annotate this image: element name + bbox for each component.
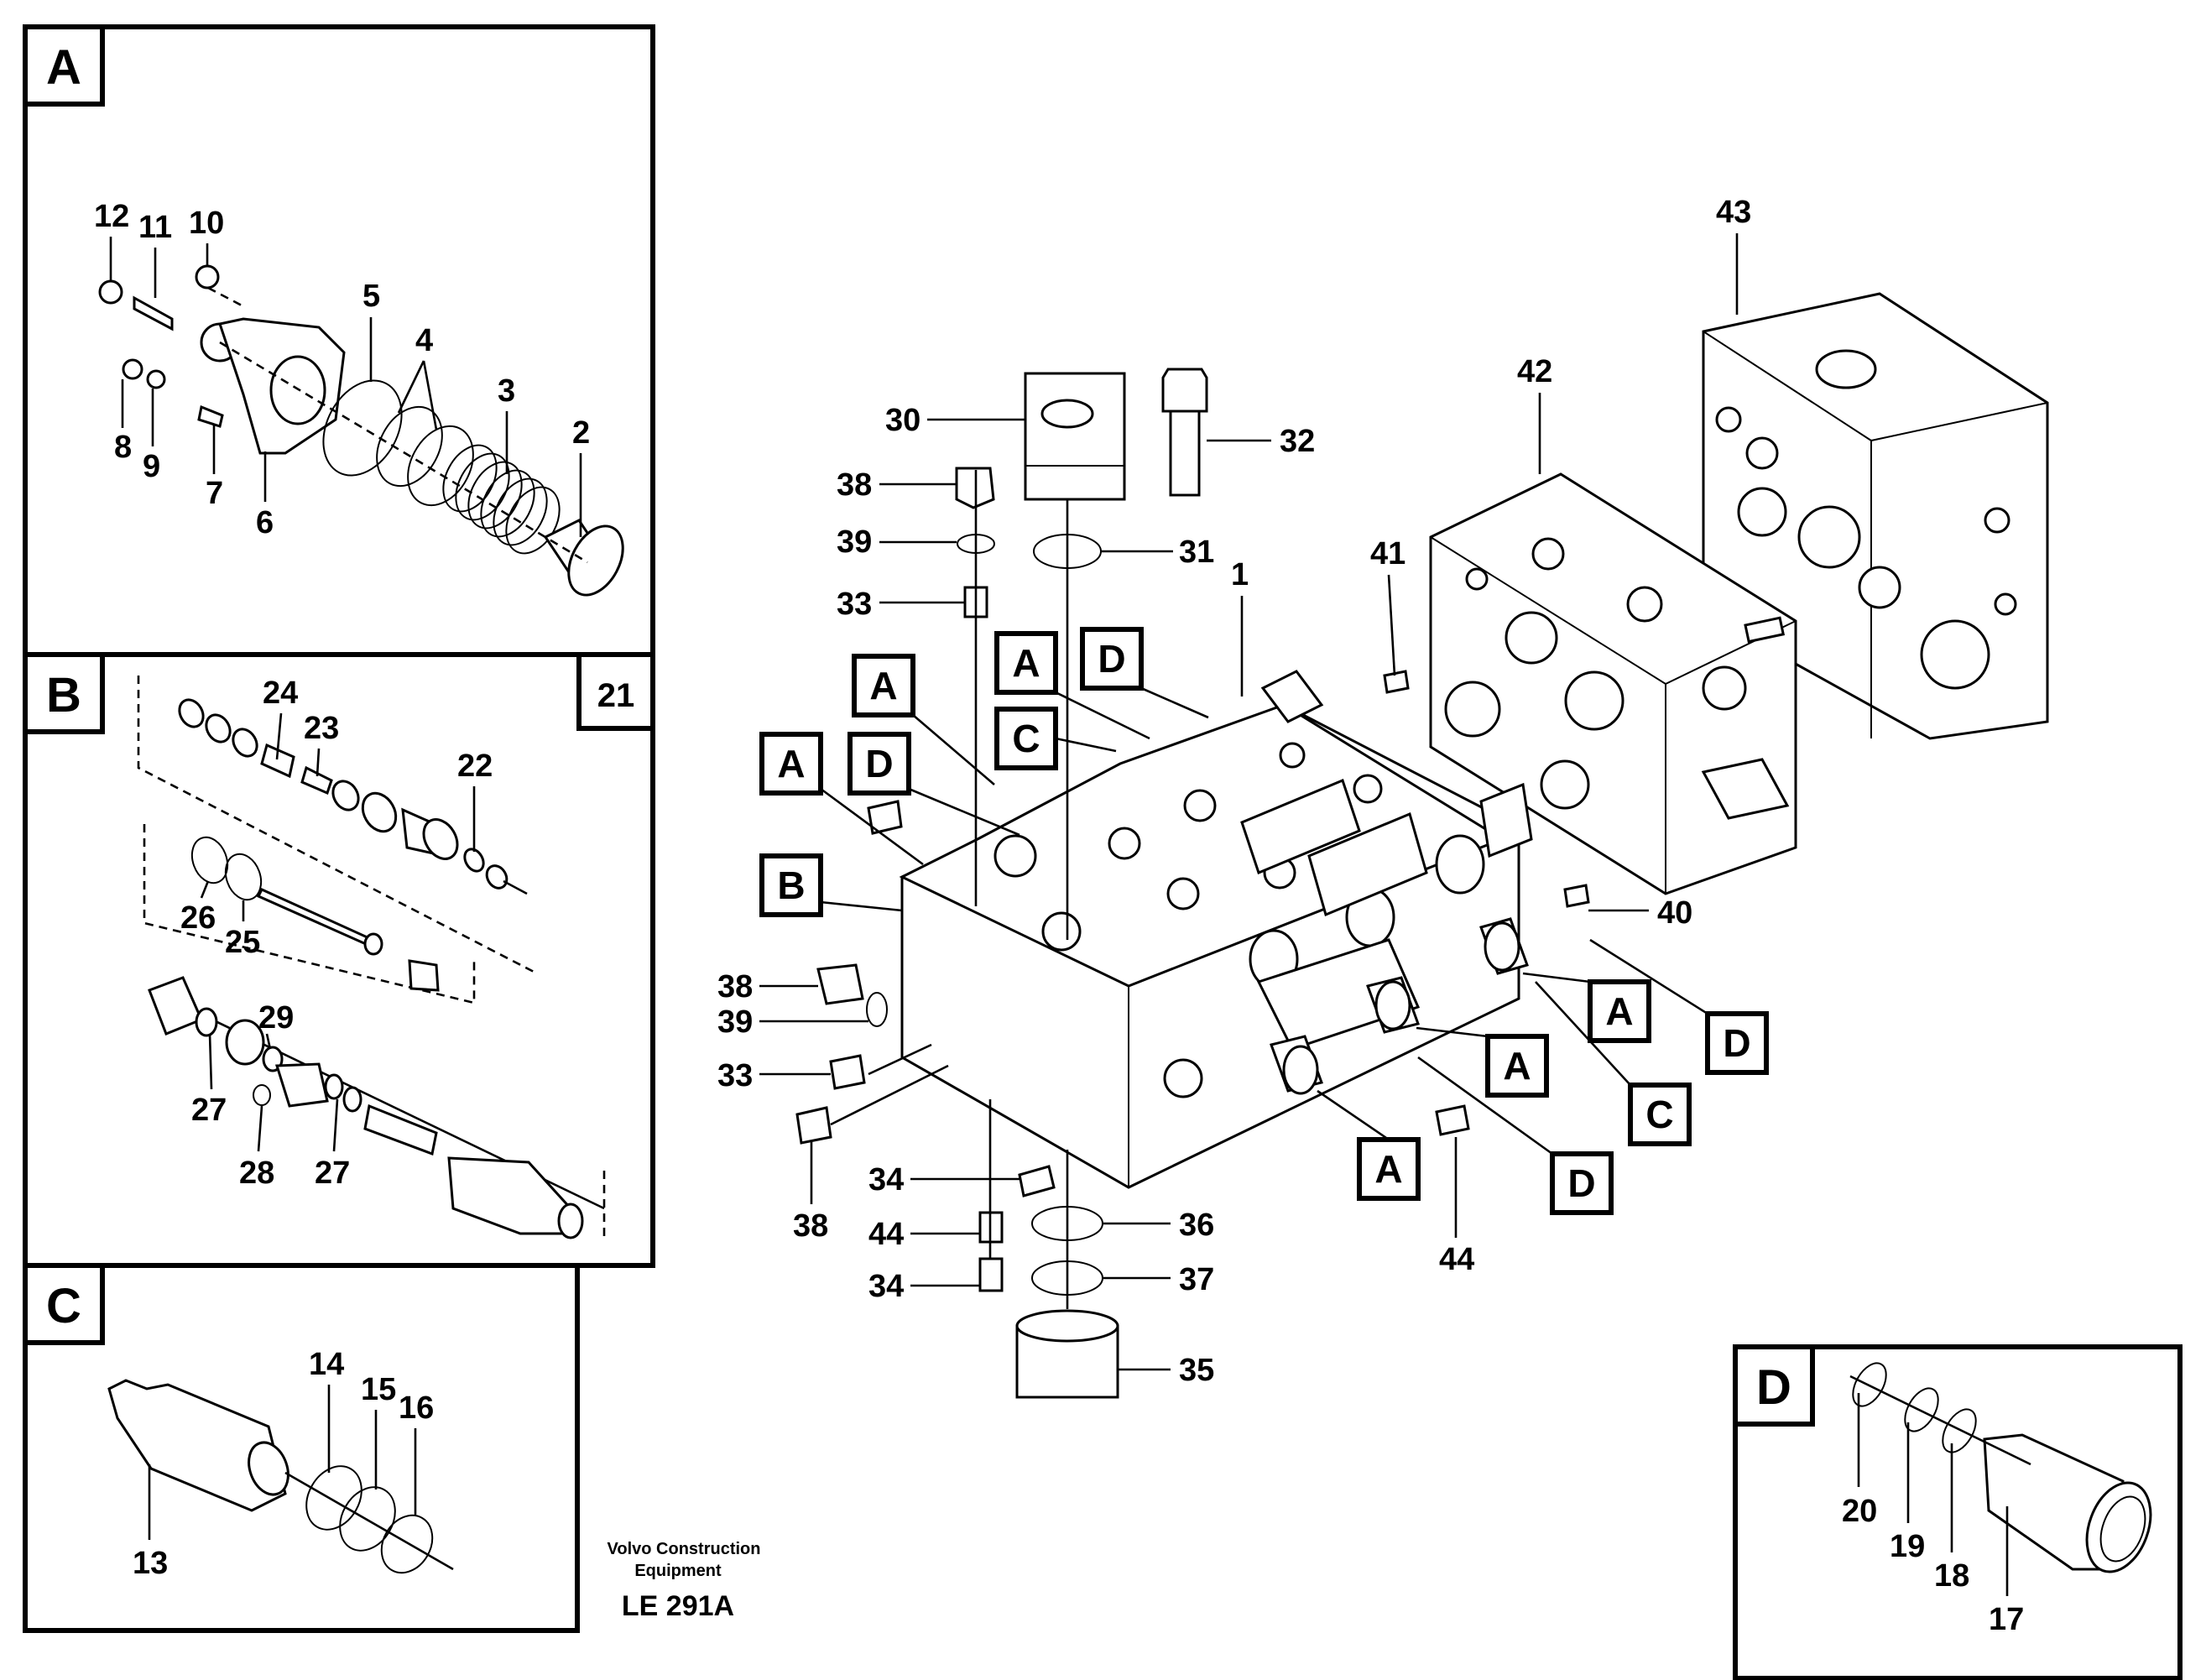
tag-d-3: D (1723, 1021, 1750, 1065)
label-4: 4 (415, 323, 433, 358)
label-5: 5 (362, 279, 380, 314)
tag-d-2: D (865, 742, 893, 785)
label-15: 15 (361, 1372, 396, 1407)
plug-34-mid (1018, 1165, 1056, 1197)
label-7: 7 (206, 476, 223, 511)
label-14: 14 (309, 1347, 344, 1382)
label-30: 30 (885, 403, 920, 438)
detail-panel-d: D 20 19 18 17 (1733, 1344, 2183, 1680)
label-24: 24 (263, 676, 298, 711)
label-26: 26 (180, 900, 216, 936)
label-10: 10 (189, 206, 224, 241)
main-block-1 (899, 670, 1533, 1189)
label-19: 19 (1890, 1529, 1925, 1564)
label-38-top: 38 (837, 467, 872, 503)
label-31: 31 (1179, 535, 1214, 570)
label-16: 16 (399, 1390, 434, 1426)
drawing-code: LE 291A (622, 1590, 734, 1622)
tag-a-5: A (1503, 1044, 1531, 1088)
label-38-left: 38 (717, 969, 753, 1004)
panel-d-parts (1849, 1362, 2152, 1573)
main-valve-assembly (795, 292, 2049, 1399)
label-43: 43 (1716, 195, 1751, 230)
panel-c-parts (107, 1379, 454, 1574)
bolt-32 (1161, 368, 1208, 497)
label-32: 32 (1280, 424, 1315, 459)
label-23: 23 (304, 711, 339, 746)
label-8: 8 (114, 430, 132, 465)
spring-3 (442, 444, 561, 555)
panel-d-letter: D (1756, 1360, 1791, 1415)
panel-b-letter: B (46, 668, 81, 723)
brand-line-1: Volvo Construction (608, 1540, 761, 1558)
label-44-lower: 44 (868, 1217, 904, 1252)
brand-line-2: Equipment (634, 1562, 722, 1580)
front-cartridges (1270, 917, 1529, 1095)
label-20: 20 (1842, 1494, 1877, 1529)
label-44-right: 44 (1439, 1242, 1474, 1277)
cap-30 (1024, 372, 1126, 501)
label-22: 22 (457, 749, 493, 784)
label-34-lower: 34 (868, 1269, 904, 1304)
oring-39-left (866, 992, 888, 1027)
label-18: 18 (1934, 1558, 1969, 1594)
plug-38-left (816, 963, 864, 1005)
label-25: 25 (225, 925, 260, 960)
tag-a-2: A (869, 664, 897, 707)
footer: Volvo Construction Equipment LE 291A (608, 1540, 761, 1622)
label-29: 29 (258, 1000, 294, 1036)
label-2: 2 (572, 415, 590, 451)
panel-b-parts (137, 676, 606, 1242)
label-12: 12 (94, 199, 129, 234)
label-38-lowleft: 38 (793, 1208, 828, 1244)
label-33-top: 33 (837, 587, 872, 622)
plug-44-right (1435, 1104, 1470, 1136)
plug-40 (1563, 884, 1590, 908)
panel-a-letter: A (46, 40, 81, 95)
label-40: 40 (1657, 895, 1692, 931)
plug-34-lower (978, 1257, 1004, 1292)
tag-b-1: B (777, 863, 805, 907)
label-1: 1 (1231, 557, 1249, 592)
label-6: 6 (256, 505, 274, 540)
label-27b: 27 (315, 1156, 350, 1191)
panel-a-parts (98, 264, 624, 597)
label-35: 35 (1179, 1353, 1214, 1388)
panel-b-corner-label: 21 (597, 677, 635, 714)
tag-a-1: A (1012, 641, 1040, 685)
label-13: 13 (133, 1546, 168, 1581)
panel-c-letter: C (46, 1279, 81, 1333)
label-41: 41 (1370, 536, 1405, 571)
label-33-left: 33 (717, 1058, 753, 1093)
tag-a-4: A (1605, 989, 1633, 1033)
label-28: 28 (239, 1156, 274, 1191)
plug-41 (1383, 670, 1410, 694)
tag-d-1: D (1098, 637, 1125, 681)
tag-c-2: C (1645, 1093, 1673, 1136)
tag-c-1: C (1012, 717, 1040, 760)
label-42: 42 (1517, 354, 1552, 389)
tag-d-4: D (1567, 1161, 1595, 1205)
plug-38-lowleft (795, 1106, 832, 1145)
label-37: 37 (1179, 1262, 1214, 1297)
tag-a-6: A (1374, 1147, 1402, 1191)
label-3: 3 (498, 373, 515, 409)
label-27a: 27 (191, 1093, 227, 1128)
plug-33-left (829, 1054, 866, 1090)
label-11: 11 (138, 210, 172, 245)
main-labels: 30 32 38 39 31 33 1 41 42 43 40 38 39 33… (717, 195, 1751, 1388)
label-36: 36 (1179, 1208, 1214, 1243)
label-39-left: 39 (717, 1004, 753, 1040)
detail-panel-a: A (23, 24, 655, 657)
tag-a-3: A (777, 742, 805, 785)
letter-tags: A D A C A D B A A A (759, 627, 1769, 1215)
detail-panel-c: C 14 15 16 13 (23, 1263, 580, 1633)
label-17: 17 (1989, 1602, 2024, 1637)
label-34-mid: 34 (868, 1162, 904, 1197)
detail-panel-b: B 21 (23, 652, 655, 1268)
label-39-top: 39 (837, 524, 872, 560)
label-9: 9 (143, 449, 160, 484)
